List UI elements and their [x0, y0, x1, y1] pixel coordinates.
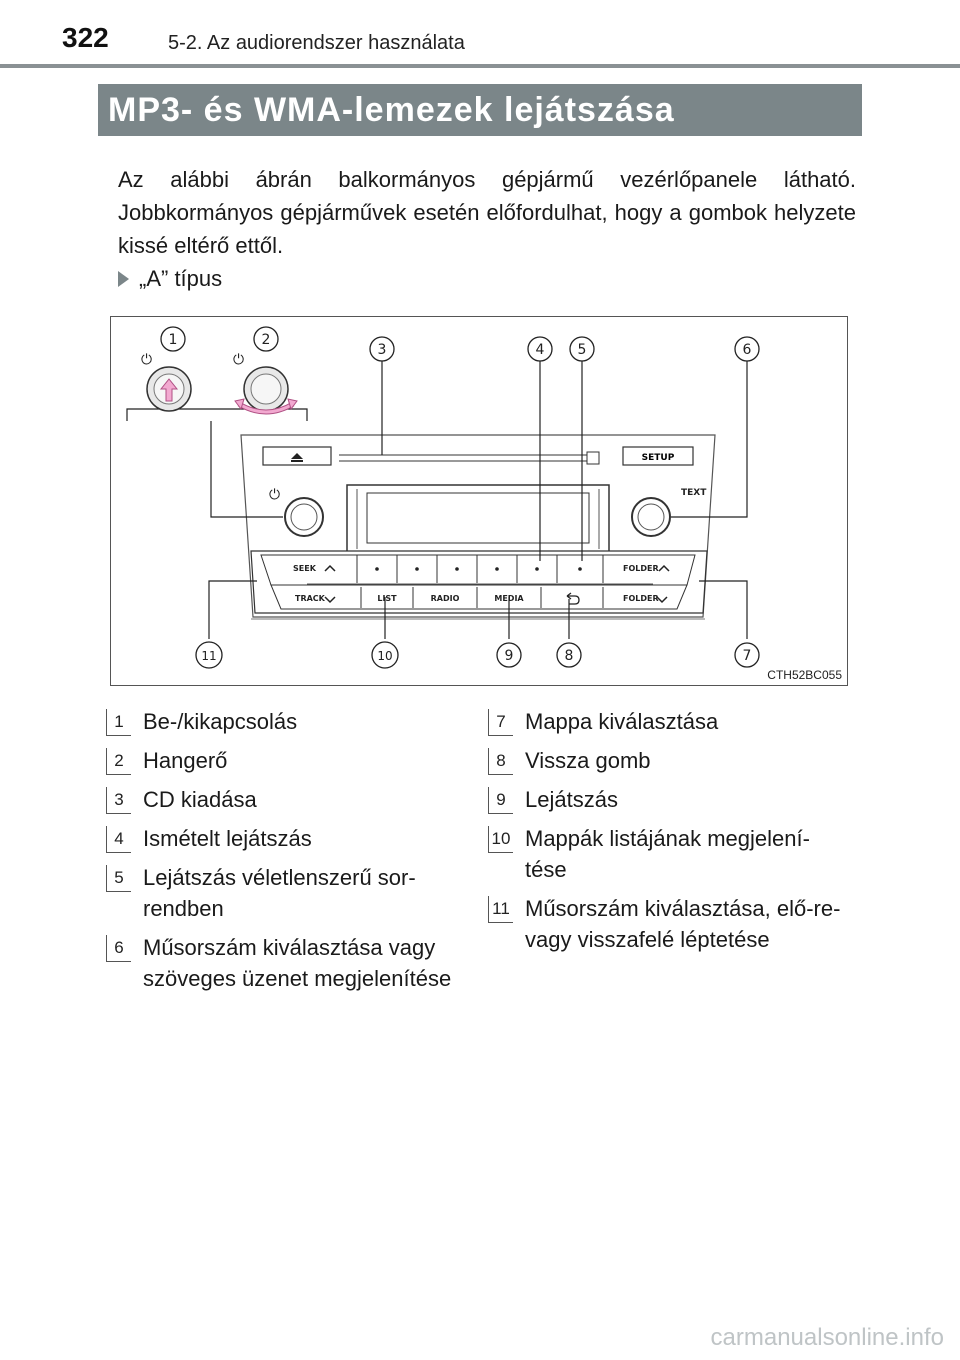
legend-number: 1 [106, 709, 131, 736]
callout-8: 8 [556, 642, 582, 668]
legend-number: 7 [488, 709, 513, 736]
legend-number: 2 [106, 748, 131, 775]
svg-text:2: 2 [262, 332, 271, 348]
audio-panel-illustration: ⏻ ⏻ SETUP ⏻ [126, 326, 760, 669]
svg-text:9: 9 [505, 648, 514, 664]
folder-down-label: FOLDER [623, 594, 659, 603]
callout-10: 10 [371, 641, 399, 669]
legend-item: 11 Műsorszám kiválasztása, elő-re- vagy v… [488, 893, 848, 955]
list-label: LIST [377, 594, 397, 603]
page-number: 322 [62, 22, 109, 53]
svg-text:6: 6 [743, 342, 752, 358]
legend-text: Lejátszás [525, 787, 618, 812]
radio-label: RADIO [431, 594, 460, 603]
legend-number: 9 [488, 787, 513, 814]
legend-item: 2 Hangerő [106, 745, 466, 776]
intro-paragraph: Az alábbi ábrán balkormányos gépjármű ve… [118, 167, 856, 258]
section-breadcrumb: 5-2. Az audiorendszer használata [168, 32, 465, 54]
legend-item: 10 Mappák listájának megjelení-tése [488, 823, 848, 885]
callout-9: 9 [496, 642, 522, 668]
callout-5: 5 [569, 336, 595, 362]
arrow-right-icon [118, 271, 129, 287]
callout-3: 3 [369, 336, 395, 362]
callout-1: 1 [160, 326, 186, 352]
page-title: MP3- és WMA-lemezek lejátszása [98, 84, 862, 136]
legend-text: Ismételt lejátszás [143, 826, 312, 851]
legend-text: Mappák listájának megjelení-tése [525, 826, 810, 882]
legend-item: 1 Be-/kikapcsolás [106, 706, 466, 737]
figure-code: CTH52BC055 [767, 668, 842, 682]
folder-up-label: FOLDER [623, 564, 659, 573]
power-knob-illustration: ⏻ [141, 352, 192, 412]
legend-item: 8 Vissza gomb [488, 745, 848, 776]
callout-4: 4 [527, 336, 553, 362]
legend-text: CD kiadása [143, 787, 257, 812]
svg-text:1: 1 [169, 332, 178, 348]
svg-text:11: 11 [201, 649, 216, 663]
legend-item: 5 Lejátszás véletlenszerű sor-rendben [106, 862, 466, 924]
legend-text: Műsorszám kiválasztása vagy szöveges üze… [143, 935, 452, 991]
callout-2: 2 [253, 326, 279, 352]
legend-text: Be-/kikapcsolás [143, 709, 298, 734]
callout-6: 6 [734, 336, 760, 362]
legend-text: Mappa kiválasztása [525, 709, 719, 734]
svg-text:3: 3 [378, 342, 387, 358]
svg-text:⏻: ⏻ [269, 487, 280, 503]
setup-label: SETUP [642, 453, 675, 463]
svg-text:4: 4 [536, 342, 545, 358]
legend-number: 10 [488, 826, 513, 853]
svg-text:10: 10 [377, 649, 392, 663]
audio-panel-figure: ⏻ ⏻ SETUP ⏻ [110, 316, 848, 686]
legend-number: 6 [106, 935, 131, 962]
track-label: TRACK [295, 594, 326, 603]
legend-item: 3 CD kiadása [106, 784, 466, 815]
callout-7: 7 [734, 642, 760, 668]
legend-text: Vissza gomb [525, 748, 651, 773]
legend-number: 4 [106, 826, 131, 853]
legend-item: 6 Műsorszám kiválasztása vagy szöveges üz… [106, 932, 466, 994]
legend-number: 3 [106, 787, 131, 814]
text-label: TEXT [681, 488, 707, 498]
header-divider [0, 64, 960, 68]
legend-item: 4 Ismételt lejátszás [106, 823, 466, 854]
legend-item: 7 Mappa kiválasztása [488, 706, 848, 737]
legend-text: Lejátszás véletlenszerű sor-rendben [143, 865, 416, 921]
svg-text:7: 7 [743, 648, 752, 664]
svg-text:⏻: ⏻ [233, 352, 244, 368]
svg-text:⏻: ⏻ [141, 352, 152, 368]
legend-number: 11 [488, 896, 513, 923]
legend-right: 7 Mappa kiválasztása 8 Vissza gomb 9 Lejáts… [488, 706, 848, 963]
callout-11: 11 [195, 641, 223, 669]
watermark: carmanualsonline.info [710, 1324, 944, 1351]
legend-text: Hangerő [143, 748, 228, 773]
type-label: „A” típus [139, 266, 223, 291]
svg-text:8: 8 [565, 648, 574, 664]
legend-text: Műsorszám kiválasztása, elő-re- vagy vis… [525, 896, 841, 952]
svg-text:5: 5 [578, 342, 587, 358]
legend-number: 8 [488, 748, 513, 775]
seek-label: SEEK [293, 564, 317, 573]
legend-item: 9 Lejátszás [488, 784, 848, 815]
type-heading: „A” típus [118, 266, 222, 292]
legend-number: 5 [106, 865, 131, 892]
volume-knob-illustration: ⏻ [233, 352, 298, 415]
